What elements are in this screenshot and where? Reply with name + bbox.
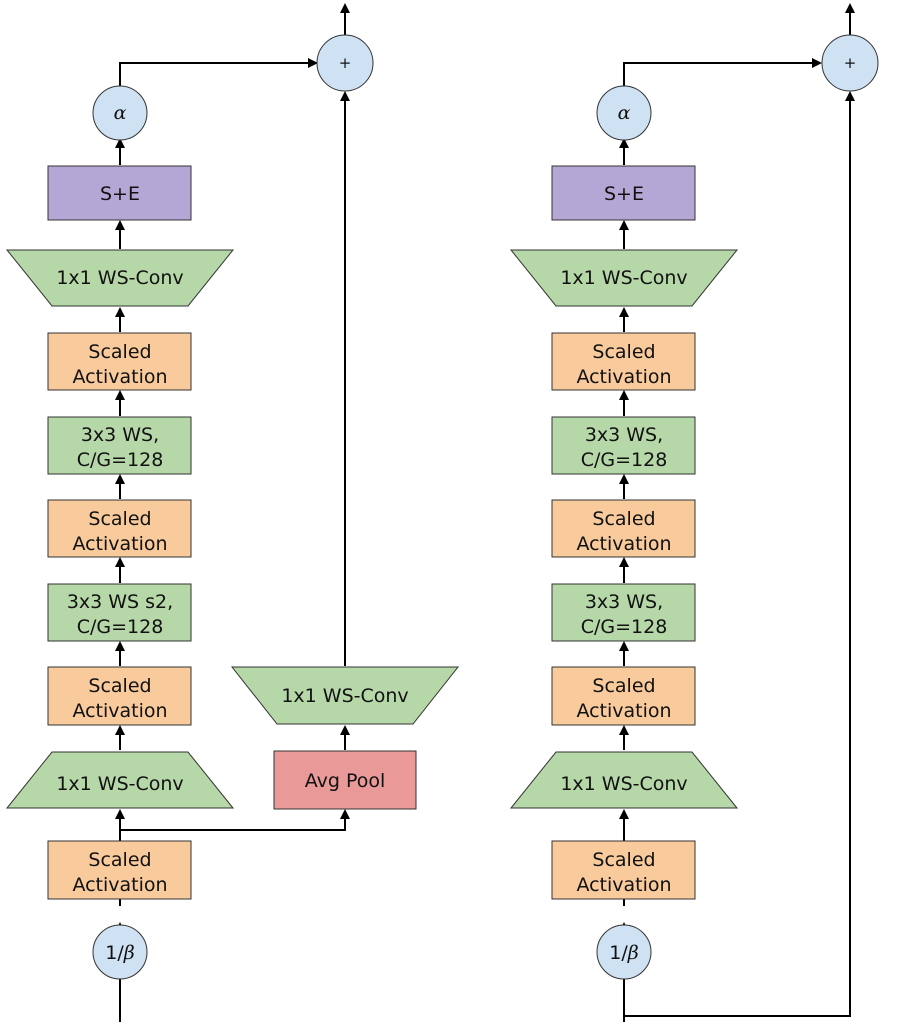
conv1x1-trapezoid <box>230 666 460 725</box>
scaled-activation-line1: Scaled <box>592 849 655 871</box>
alpha-scale-left: α <box>92 85 148 141</box>
squeeze-excite-right: S+E <box>551 165 696 221</box>
conv3x3-box <box>551 583 696 642</box>
scaled-activation-line2: Activation <box>72 700 167 722</box>
scaled-activation-line2: Activation <box>72 366 167 388</box>
scaled-activation-1-right: Scaled Activation <box>551 666 696 726</box>
scaled-activation-3-left: Scaled Activation <box>47 332 192 391</box>
non-transition-block: 1/β Scaled Activation 1x1 WS-Conv Scaled… <box>509 3 879 1022</box>
beta-symbol: β <box>123 942 135 964</box>
conv3x3-box <box>551 416 696 475</box>
conv3x3-line2: C/G=128 <box>77 449 164 471</box>
conv3x3-line1: 3x3 WS, <box>585 424 663 446</box>
conv1x1-trapezoid <box>5 249 235 307</box>
conv3x3-line1: 3x3 WS s2, <box>67 591 173 613</box>
conv1x1-trapezoid <box>509 751 739 809</box>
scaled-activation-box <box>551 840 696 900</box>
scaled-activation-box <box>551 666 696 726</box>
scaled-activation-line2: Activation <box>576 700 671 722</box>
conv1x1-label: 1x1 WS-Conv <box>56 267 183 289</box>
scaled-activation-line1: Scaled <box>592 341 655 363</box>
se-box <box>551 165 696 221</box>
scaled-activation-box <box>47 666 192 726</box>
conv3x3-line2: C/G=128 <box>77 616 164 638</box>
avg-pool-box <box>273 750 417 810</box>
conv3x3-1-right: 3x3 WS, C/G=128 <box>551 583 696 642</box>
conv1x1-label: 1x1 WS-Conv <box>56 773 183 795</box>
inverse-beta-circle <box>596 924 652 980</box>
scaled-activation-input-right: Scaled Activation <box>551 840 696 900</box>
alpha-scale-right: α <box>596 85 652 141</box>
transition-block: 1/β Scaled Activation 1x1 WS-Conv Scaled… <box>5 3 460 1022</box>
svg-text:1/β: 1/β <box>609 942 639 964</box>
conv3x3-left: 3x3 WS, C/G=128 <box>47 416 192 475</box>
scaled-activation-line1: Scaled <box>88 849 151 871</box>
conv1x1-label: 1x1 WS-Conv <box>281 685 408 707</box>
scaled-activation-1-left: Scaled Activation <box>47 666 192 726</box>
scaled-activation-box <box>47 840 192 900</box>
beta-symbol: β <box>627 942 639 964</box>
conv3x3-line1: 3x3 WS, <box>81 424 159 446</box>
inverse-beta-scale-left: 1/β <box>92 924 148 980</box>
scaled-activation-line1: Scaled <box>592 675 655 697</box>
inverse-beta-prefix: 1/ <box>609 942 628 964</box>
scaled-activation-line1: Scaled <box>88 508 151 530</box>
scaled-activation-line2: Activation <box>576 366 671 388</box>
conv1x1-reduce-right: 1x1 WS-Conv <box>509 751 739 809</box>
alpha-circle <box>596 85 652 141</box>
plus-circle <box>821 34 879 92</box>
scaled-activation-box <box>551 332 696 391</box>
conv3x3-line2: C/G=128 <box>581 616 668 638</box>
conv3x3-line2: C/G=128 <box>581 449 668 471</box>
scaled-activation-3-right: Scaled Activation <box>551 332 696 391</box>
scaled-activation-line1: Scaled <box>592 508 655 530</box>
se-box <box>47 165 192 221</box>
scaled-activation-box <box>551 499 696 558</box>
scaled-activation-input-left: Scaled Activation <box>47 840 192 900</box>
svg-text:1/β: 1/β <box>105 942 135 964</box>
inverse-beta-scale-right: 1/β <box>596 924 652 980</box>
scaled-activation-line2: Activation <box>576 874 671 896</box>
alpha-symbol: α <box>618 102 631 124</box>
scaled-activation-line1: Scaled <box>88 675 151 697</box>
conv1x1-label: 1x1 WS-Conv <box>560 773 687 795</box>
plus-symbol: + <box>339 54 352 72</box>
scaled-activation-line1: Scaled <box>88 341 151 363</box>
scaled-activation-2-right: Scaled Activation <box>551 499 696 558</box>
conv1x1-trapezoid <box>5 751 235 809</box>
inverse-beta-prefix: 1/ <box>105 942 124 964</box>
alpha-symbol: α <box>114 102 127 124</box>
conv1x1-trapezoid <box>509 249 739 307</box>
scaled-activation-line2: Activation <box>576 533 671 555</box>
conv1x1-expand-right: 1x1 WS-Conv <box>509 249 739 307</box>
avg-pool-shortcut: Avg Pool <box>273 750 417 810</box>
residual-add-right: + <box>821 34 879 92</box>
conv3x3-line1: 3x3 WS, <box>585 591 663 613</box>
conv1x1-label: 1x1 WS-Conv <box>560 267 687 289</box>
plus-circle <box>316 34 374 92</box>
conv1x1-expand-left: 1x1 WS-Conv <box>5 249 235 307</box>
conv3x3-box <box>47 583 192 642</box>
se-label: S+E <box>604 183 644 205</box>
conv3x3-box <box>47 416 192 475</box>
scaled-activation-box <box>47 499 192 558</box>
se-label: S+E <box>100 183 140 205</box>
scaled-activation-line2: Activation <box>72 874 167 896</box>
scaled-activation-box <box>47 332 192 391</box>
conv3x3-2-right: 3x3 WS, C/G=128 <box>551 416 696 475</box>
avg-pool-label: Avg Pool <box>305 770 386 792</box>
inverse-beta-circle <box>92 924 148 980</box>
scaled-activation-2-left: Scaled Activation <box>47 499 192 558</box>
alpha-circle <box>92 85 148 141</box>
scaled-activation-line2: Activation <box>72 533 167 555</box>
residual-add-left: + <box>316 34 374 92</box>
conv1x1-shortcut: 1x1 WS-Conv <box>230 666 460 725</box>
conv1x1-reduce-left: 1x1 WS-Conv <box>5 751 235 809</box>
plus-symbol: + <box>844 54 857 72</box>
squeeze-excite-left: S+E <box>47 165 192 221</box>
transition-block-edges <box>115 3 350 1022</box>
conv3x3-strided-left: 3x3 WS s2, C/G=128 <box>47 583 192 642</box>
